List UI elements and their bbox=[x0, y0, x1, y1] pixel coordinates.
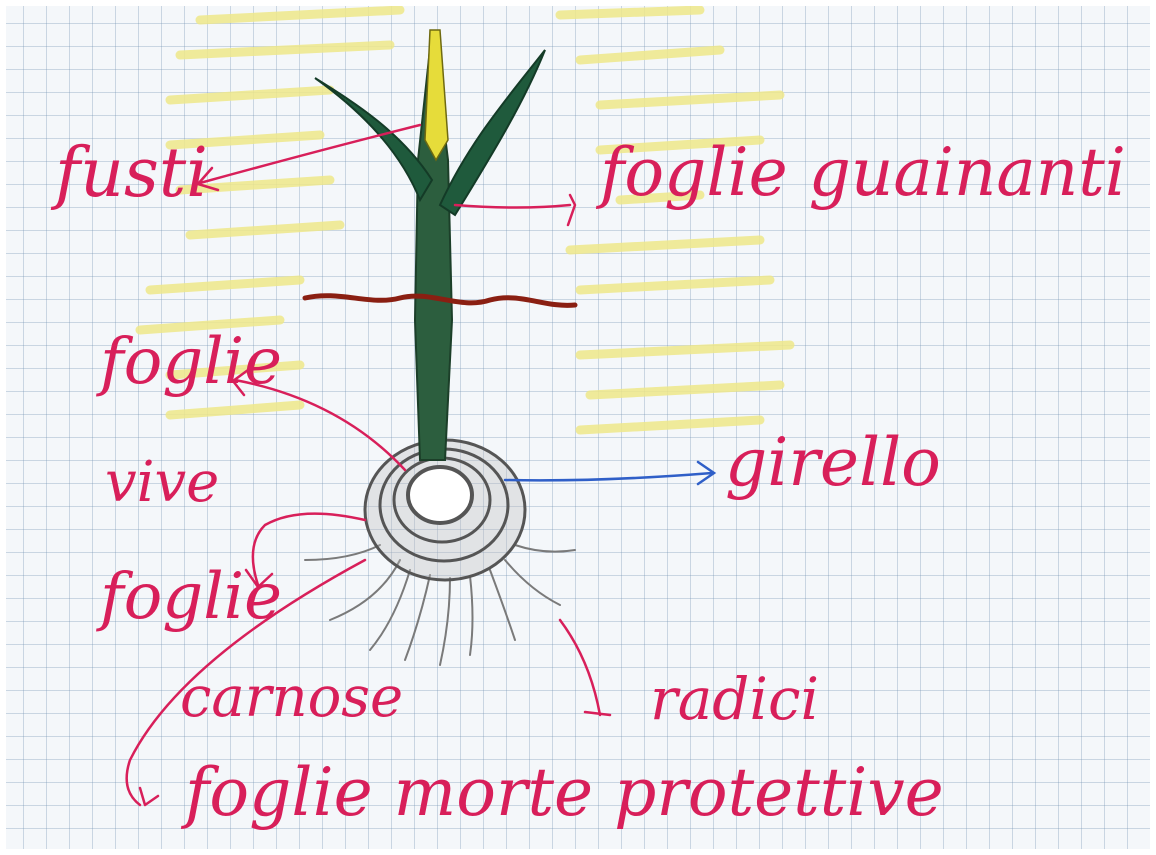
label-fusti: fusti bbox=[55, 140, 208, 208]
label-foglie-guainanti: foglie guainanti bbox=[600, 140, 1126, 206]
label-foglie-vive-line2: vive bbox=[105, 455, 219, 511]
label-foglie-morte-protettive: foglie morte protettive bbox=[185, 760, 944, 826]
label-foglie-carnose-line2: carnose bbox=[180, 670, 403, 726]
label-radici: radici bbox=[650, 670, 819, 728]
label-girello: girello bbox=[725, 430, 941, 496]
yellow-shoot bbox=[425, 30, 448, 160]
right-leaf bbox=[440, 50, 545, 215]
girello-arrow bbox=[505, 462, 714, 484]
label-foglie-vive-line1: foglie bbox=[100, 330, 282, 394]
label-foglie-carnose-line1: foglie bbox=[100, 565, 282, 629]
